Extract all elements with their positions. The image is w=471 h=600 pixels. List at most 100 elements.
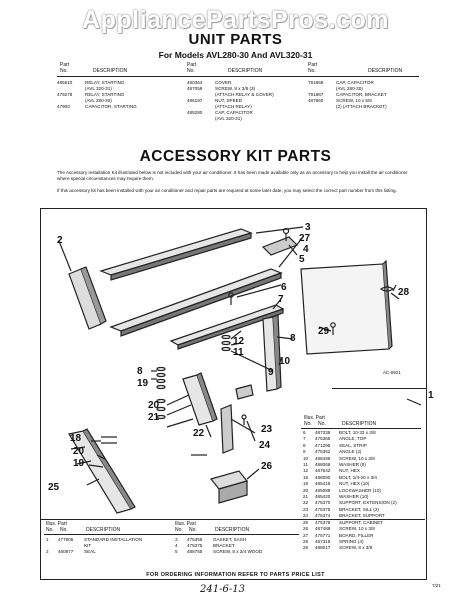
- exploded-view-diagram: [58, 226, 422, 514]
- callout-7: 7: [278, 294, 284, 305]
- callout-4: 4: [303, 244, 309, 255]
- diagram-frame: [40, 208, 427, 580]
- callout-19-upper: 19: [137, 378, 149, 389]
- callout-2: 2: [57, 235, 63, 246]
- callout-8-right: 8: [290, 333, 296, 344]
- table-row: (ATTACH RELAY & COVER): [215, 92, 274, 97]
- col3-header-desc: DESCRIPTION: [368, 68, 403, 74]
- callout-18-left: 18: [70, 433, 82, 444]
- callout-23: 23: [261, 424, 273, 435]
- unit-parts-rule: [57, 76, 419, 77]
- callout-8-left: 8: [137, 366, 143, 377]
- footer-ordering-info: FOR ORDERING INFORMATION REFER TO PARTS …: [146, 572, 325, 578]
- right-list-header: Illus. Part: [304, 415, 325, 421]
- callout-29: 29: [318, 326, 330, 337]
- watermark: AppliancePartsPros.com: [82, 6, 389, 34]
- page-code: 7/21: [432, 583, 441, 588]
- callout-12: 12: [233, 336, 245, 347]
- accessory-title: ACCESSORY KIT PARTS: [139, 148, 332, 165]
- callout-25: 25: [48, 482, 60, 493]
- bottom-left-header: Illus. Part: [46, 521, 67, 527]
- callout-1: 1: [428, 390, 434, 401]
- accessory-intro: The Accessory Installation Kit illustrat…: [57, 170, 408, 181]
- table-row: (AVL 280-30): [336, 86, 363, 91]
- table-row: (2) (ATTACH BRACKET): [336, 104, 387, 109]
- callout-27: 27: [299, 233, 311, 244]
- callout-20-upper: 20: [148, 400, 160, 411]
- col2-header-desc: DESCRIPTION: [228, 68, 263, 74]
- callout-21: 21: [148, 412, 160, 423]
- callout-28: 28: [398, 287, 410, 298]
- table-row: (ATTACH RELAY): [215, 104, 252, 109]
- drawing-code: AC-0921: [383, 370, 401, 375]
- callout-6: 6: [281, 282, 287, 293]
- handwritten-note: 241-6-13: [200, 584, 245, 595]
- table-row: (AVL 280-30): [85, 98, 112, 103]
- callout-26: 26: [261, 461, 273, 472]
- bottom-mid-header-2: No.No.DESCRIPTION: [175, 527, 250, 533]
- callout-5: 5: [299, 254, 305, 265]
- bottom-divider: [41, 519, 425, 520]
- callout-20-lower: 20: [73, 446, 85, 457]
- callout-19-lower: 19: [73, 458, 85, 469]
- bottom-list-rule: [44, 534, 299, 535]
- callout-10: 10: [279, 356, 291, 367]
- callout-11: 11: [233, 347, 244, 358]
- callout-9: 9: [268, 367, 274, 378]
- callout-24: 24: [259, 440, 271, 451]
- col1-header-desc: DESCRIPTION: [93, 68, 128, 74]
- callout-22: 22: [193, 428, 205, 439]
- table-row: (AVL 320-31): [215, 116, 242, 121]
- bottom-mid-header: Illus. Part: [175, 521, 196, 527]
- callout-3: 3: [305, 222, 311, 233]
- accessory-note: If this accessory kit has been installed…: [57, 188, 397, 193]
- right-list-header-2: No.No.DESCRIPTION: [304, 421, 377, 427]
- bottom-left-header-2: No.No.DESCRIPTION: [46, 527, 121, 533]
- models-line: For Models AVL280-30 And AVL320-31: [158, 50, 313, 60]
- table-row: (AVL 320-31): [85, 86, 112, 91]
- right-list-rule: [301, 428, 421, 429]
